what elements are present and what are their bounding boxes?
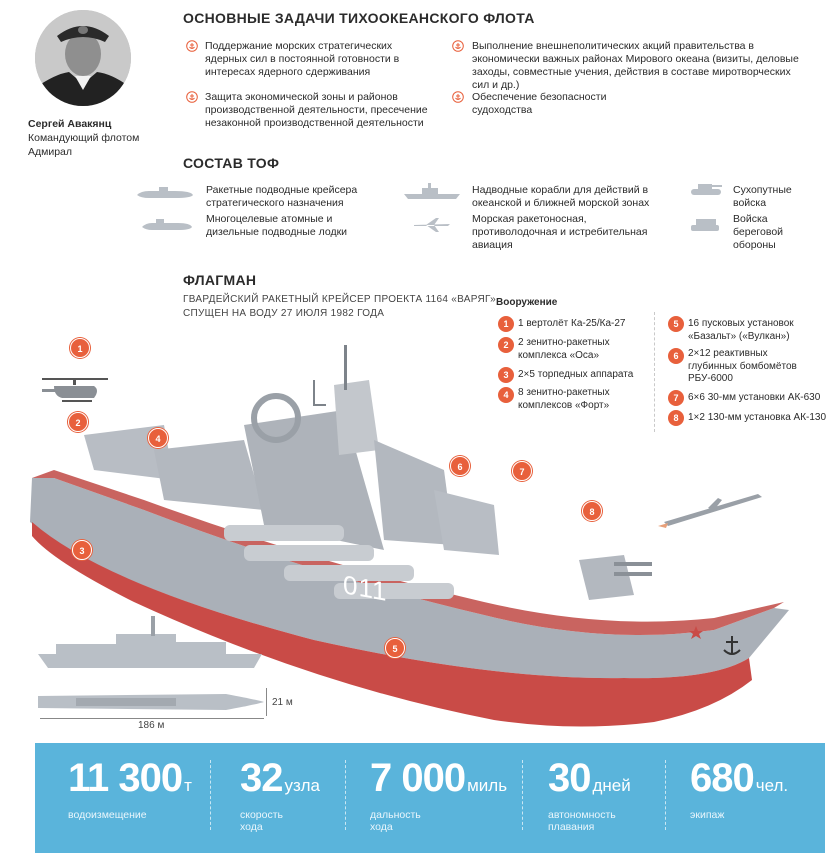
stat-value: 30: [548, 756, 591, 800]
stat-unit: миль: [467, 776, 508, 795]
stat-separator: [665, 760, 666, 830]
stat-label: экипаж: [690, 809, 725, 821]
callout-8: 8: [582, 501, 602, 521]
aircraft-icon: [414, 218, 450, 232]
stat-label: скорость: [240, 809, 284, 821]
composition-item-4: Морская ракетоносная, противолодочная и …: [472, 213, 648, 251]
composition-item-6: Войска береговой обороны: [733, 213, 784, 251]
anchor-icon: [452, 40, 464, 52]
commander-role: Командующий флотом: [28, 132, 140, 144]
flagship-title: Флагман: [183, 272, 257, 288]
tasks-title: Основные задачи Тихоокеанского флота: [183, 10, 535, 26]
stat-unit: дней: [592, 776, 631, 795]
armament-item-2: 2 зенитно-ракетных комплекса «Оса»: [518, 337, 610, 361]
callout-3: 3: [72, 540, 92, 560]
armament-item-8: 1×2 130-мм установка АК-130: [688, 412, 827, 423]
helicopter-illustration: [42, 378, 108, 402]
portrait-image: [35, 10, 131, 106]
commander-name: Сергей Авакянц: [28, 118, 112, 130]
armament-number: 4: [498, 387, 514, 403]
submarine-icon: [137, 187, 193, 198]
callout-7: 7: [512, 461, 532, 481]
coastal-defense-icon: [691, 219, 719, 231]
armament-number: 1: [498, 316, 514, 332]
callout-5: 5: [385, 638, 405, 658]
composition-item-2: Многоцелевые атомные и дизельные подводн…: [206, 213, 348, 238]
width-dimension-line: [266, 688, 267, 716]
ship-hull-waterline: [32, 522, 752, 727]
stat-unit: чел.: [755, 776, 789, 795]
armament-number: 5: [668, 316, 684, 332]
anchor-icon: [186, 91, 198, 103]
armament-number: 7: [668, 390, 684, 406]
callout-2: 2: [68, 412, 88, 432]
armament-number: 6: [668, 348, 684, 364]
stat-label: дальность: [370, 809, 421, 821]
callout-1: 1: [70, 338, 90, 358]
length-dimension-line: [40, 718, 264, 719]
ship-side-profile: [38, 616, 262, 668]
armament-item-6: 2×12 реактивных глубинных бомбомётов РБУ…: [688, 348, 797, 384]
task-item-2: Выполнение внешнеполитических акций прав…: [472, 40, 799, 91]
width-label: 21 м: [272, 697, 293, 708]
callout-4: 4: [148, 428, 168, 448]
armament-item-7: 6×6 30-мм установки АК-630: [688, 392, 821, 403]
composition-item-3: Надводные корабли для действий в океанск…: [472, 184, 650, 209]
stat-label: хода: [370, 821, 393, 833]
ship-hull: [30, 478, 789, 679]
stat-label: хода: [240, 821, 263, 833]
stat-unit: т: [184, 776, 192, 795]
callout-6: 6: [450, 456, 470, 476]
length-label: 186 м: [138, 720, 165, 731]
armament-number: 8: [668, 410, 684, 426]
armament-divider: [654, 312, 655, 432]
armament-number: 2: [498, 337, 514, 353]
task-item-3: Защита экономической зоны и районов прои…: [205, 91, 428, 129]
armament-item-3: 2×5 торпедных аппарата: [518, 369, 634, 380]
composition-title: Состав ТОФ: [183, 155, 280, 171]
tank-icon: [691, 184, 722, 195]
task-item-4: Обеспечение безопасности судоходства: [472, 91, 607, 116]
anchor-icon: [452, 91, 464, 103]
stat-label: плавания: [548, 821, 595, 833]
stat-value: 7 000: [370, 756, 466, 800]
stat-value: 32: [240, 756, 283, 800]
commander-rank: Адмирал: [28, 146, 73, 158]
ship-illustration: [30, 345, 789, 727]
stat-separator: [522, 760, 523, 830]
stats-band: [35, 743, 825, 853]
armament-item-1: 1 вертолёт Ка-25/Ка-27: [518, 318, 626, 329]
attack-submarine-icon: [142, 219, 192, 230]
armament-item-5: 16 пусковых установок «Базальт» («Вулкан…: [688, 318, 794, 342]
armament-item-4: 8 зенитно-ракетных комплексов «Форт»: [518, 387, 610, 411]
warship-icon: [404, 183, 460, 199]
stat-value: 680: [690, 756, 755, 800]
stat-unit: узла: [284, 776, 320, 795]
composition-item-1: Ракетные подводные крейсера стратегическ…: [206, 184, 358, 209]
composition-item-5: Сухопутные войска: [733, 184, 792, 209]
task-item-1: Поддержание морских стратегических ядерн…: [205, 40, 400, 78]
armament-title: Вооружение: [496, 297, 558, 308]
flagship-subtitle-line-1: Гвардейский ракетный крейсер проекта 116…: [183, 294, 496, 305]
stat-label: водоизмещение: [68, 809, 147, 821]
missile-illustration: [658, 494, 762, 528]
stat-label: автономность: [548, 809, 616, 821]
commander-portrait: [35, 10, 131, 106]
stat-value: 11 300: [68, 756, 183, 800]
ship-top-view: [38, 694, 264, 710]
stat-separator: [345, 760, 346, 830]
stat-separator: [210, 760, 211, 830]
armament-number: 3: [498, 367, 514, 383]
anchor-icon: [186, 40, 198, 52]
flagship-subtitle-line-2: спущен на воду 27 июля 1982 года: [183, 308, 385, 319]
